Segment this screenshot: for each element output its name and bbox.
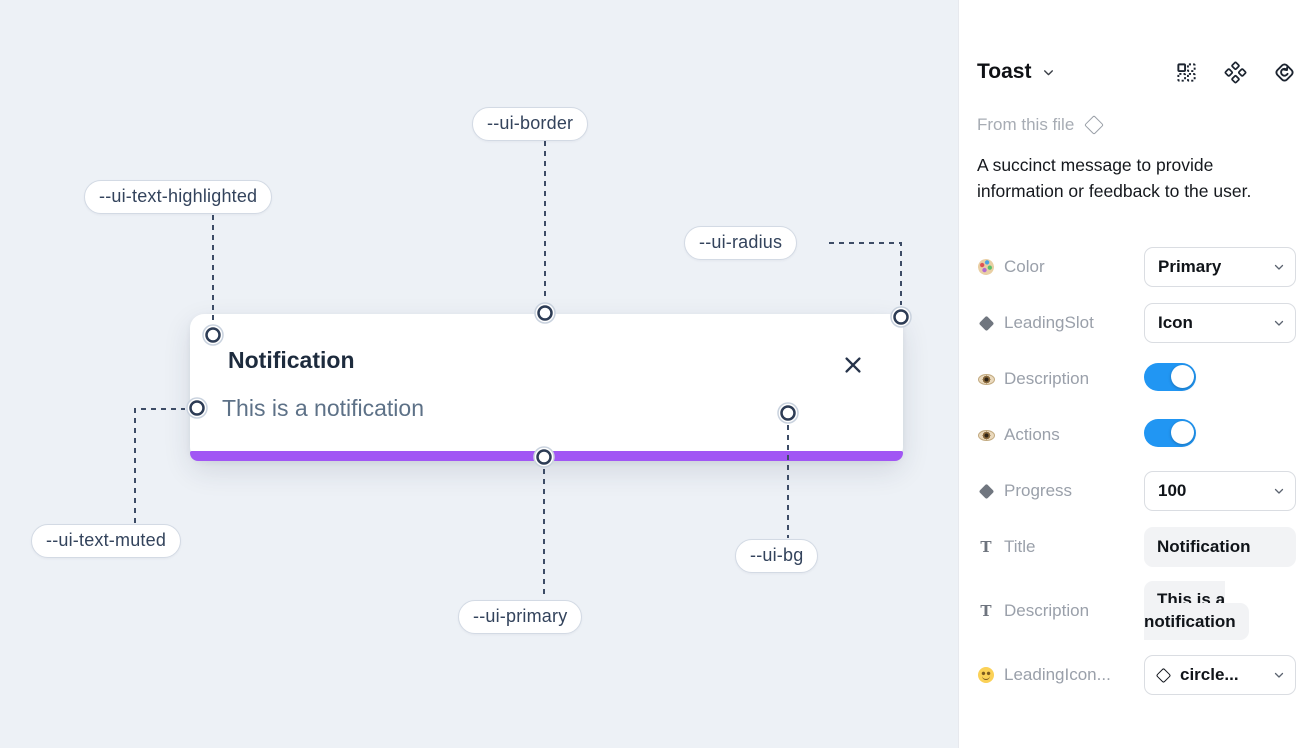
prop-label-progress: Progress xyxy=(1004,481,1073,500)
actions-toggle[interactable] xyxy=(1144,418,1196,447)
prop-row-description-toggle: Description xyxy=(977,351,1296,407)
toast-close-button[interactable] xyxy=(842,354,864,376)
prop-label-description: Description xyxy=(1004,369,1090,388)
source-label: From this file xyxy=(977,115,1075,134)
diamond-icon xyxy=(1084,115,1105,135)
prop-label-leadingicon: LeadingIcon... xyxy=(1004,665,1111,684)
title-field[interactable]: Notification xyxy=(1144,527,1296,567)
instance-swap-button[interactable] xyxy=(1273,61,1296,84)
token-label-ui-text-highlighted: --ui-text-highlighted xyxy=(84,180,273,214)
close-icon xyxy=(845,357,861,373)
progress-select[interactable]: 100 xyxy=(1144,471,1296,511)
leadingicon-select[interactable]: circle... xyxy=(1144,655,1296,695)
prop-row-leadingicon: LeadingIcon... circle... xyxy=(977,647,1296,703)
prop-label-title: Title xyxy=(1004,537,1036,556)
panel-header: Toast xyxy=(977,56,1296,88)
component-preview-canvas: Notification This is a notification xyxy=(0,0,958,748)
component-grid-button[interactable] xyxy=(1175,61,1198,84)
toast-description: This is a notification xyxy=(222,395,424,421)
palette-icon xyxy=(976,257,996,277)
properties-panel: Toast xyxy=(958,0,1312,748)
variants-icon xyxy=(1224,61,1247,83)
chevron-down-icon xyxy=(1274,264,1284,270)
prop-row-description-text: T Description This is a notification xyxy=(977,575,1296,647)
instance-swap-icon xyxy=(1275,62,1294,82)
smiley-icon xyxy=(978,667,994,683)
prop-row-title: T Title Notification xyxy=(977,519,1296,575)
chevron-down-icon xyxy=(1274,672,1284,678)
eye-icon xyxy=(977,373,995,385)
chevron-down-icon xyxy=(1274,320,1284,326)
toast-title: Notification xyxy=(228,347,355,373)
eye-icon xyxy=(977,429,995,441)
property-rows: Color Primary LeadingSlot Icon Descripti… xyxy=(976,239,1296,703)
diamond-icon xyxy=(978,483,994,499)
prop-label-description-text: Description xyxy=(1004,601,1090,620)
panel-header-actions xyxy=(1175,61,1296,84)
description-field[interactable]: This is a notification xyxy=(1144,581,1249,640)
prop-label-actions: Actions xyxy=(1004,425,1060,444)
token-label-ui-border: --ui-border xyxy=(472,107,589,141)
toggle-knob xyxy=(1170,421,1194,444)
text-icon: T xyxy=(980,537,992,556)
toast-progress-bar xyxy=(190,451,903,461)
source-row: From this file xyxy=(977,115,1105,135)
component-switcher[interactable] xyxy=(1042,66,1055,79)
text-icon: T xyxy=(980,601,992,620)
component-description: A succinct message to provide informatio… xyxy=(977,155,1252,201)
connector-line-radius xyxy=(829,242,902,305)
token-label-ui-bg: --ui-bg xyxy=(735,539,819,573)
component-grid-icon xyxy=(1177,62,1196,82)
toast-component: Notification This is a notification xyxy=(190,314,903,461)
token-label-ui-text-muted: --ui-text-muted xyxy=(31,524,182,558)
variants-button[interactable] xyxy=(1224,61,1247,84)
description-toggle[interactable] xyxy=(1144,362,1196,391)
toggle-knob xyxy=(1170,365,1194,388)
prop-row-leadingslot: LeadingSlot Icon xyxy=(977,295,1296,351)
prop-label-color: Color xyxy=(1004,257,1045,276)
chevron-down-icon xyxy=(1044,69,1054,75)
diamond-icon xyxy=(1155,667,1172,683)
prop-row-color: Color Primary xyxy=(976,239,1296,295)
component-name: Toast xyxy=(977,60,1032,83)
prop-label-leadingslot: LeadingSlot xyxy=(1004,313,1094,332)
token-label-ui-radius: --ui-radius xyxy=(684,226,798,260)
chevron-down-icon xyxy=(1274,488,1284,494)
leadingslot-select[interactable]: Icon xyxy=(1144,303,1296,343)
prop-row-actions-toggle: Actions xyxy=(977,407,1296,463)
diamond-icon xyxy=(978,315,994,331)
token-label-ui-primary: --ui-primary xyxy=(458,600,583,634)
color-select[interactable]: Primary xyxy=(1144,247,1296,287)
prop-row-progress: Progress 100 xyxy=(977,463,1296,519)
connector-line-text-muted xyxy=(134,408,185,523)
